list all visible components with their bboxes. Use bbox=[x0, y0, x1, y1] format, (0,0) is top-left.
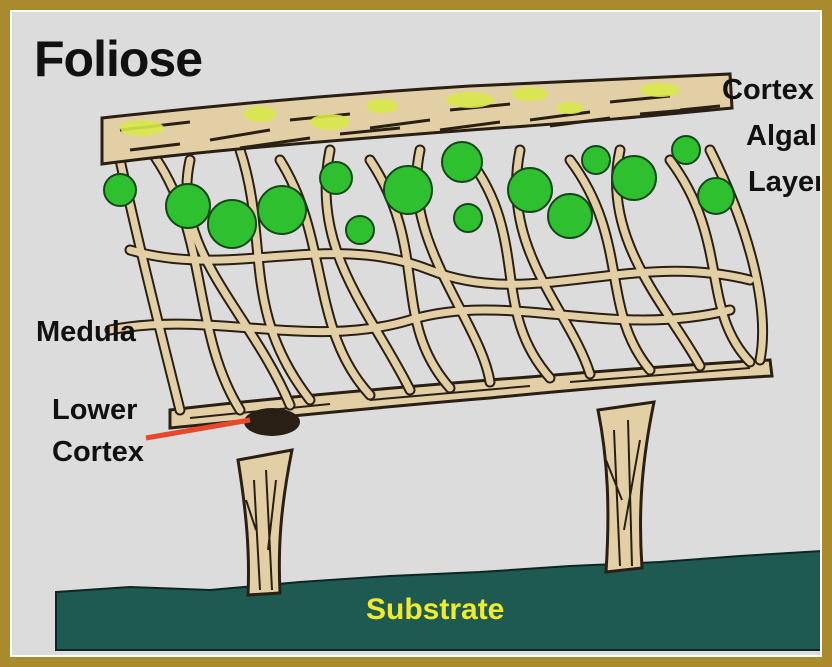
stalk-left bbox=[238, 450, 292, 595]
label-substrate: Substrate bbox=[366, 595, 504, 625]
label-algal: Algal bbox=[746, 122, 817, 151]
lower-cortex-knot bbox=[244, 408, 300, 436]
diagram-title: Foliose bbox=[34, 34, 202, 84]
stalk-right bbox=[598, 402, 654, 572]
label-layer: Layer bbox=[748, 168, 825, 197]
label-cortex: Cortex bbox=[722, 76, 814, 105]
label-lower-cortex: Cortex bbox=[52, 438, 144, 467]
label-medula: Medula bbox=[36, 318, 136, 347]
label-lower: Lower bbox=[52, 396, 137, 425]
